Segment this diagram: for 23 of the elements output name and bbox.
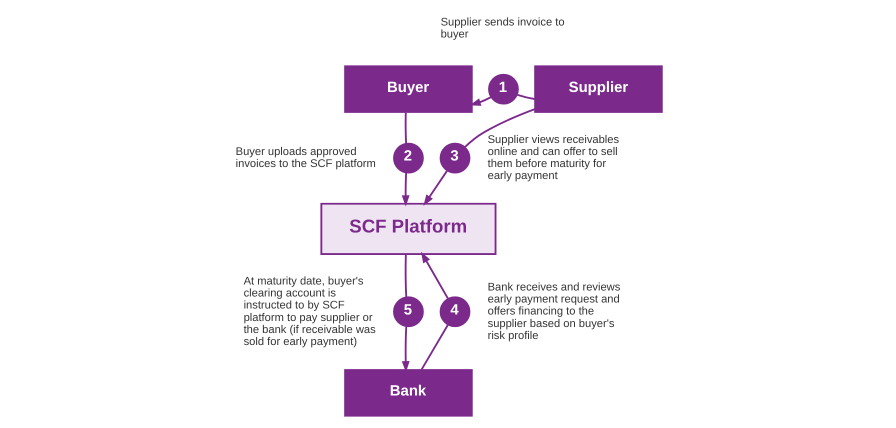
connector	[404, 112, 407, 144]
arrow	[401, 326, 410, 372]
node-label: At maturity date, buyer's clearing account is instructed to by SCF platform to pay supplier or the bank (if receivable was sold for early payment)	[243, 275, 376, 348]
connector	[464, 108, 534, 148]
connector	[404, 254, 407, 297]
node-circle: 1	[488, 74, 518, 105]
node-box: Supplier	[534, 65, 662, 113]
node-box: SCF Platform	[320, 202, 496, 255]
node-circle: 5	[392, 296, 424, 328]
node-label: Bank receives and reviews early payment request and offers financing to the supplier based on buyer's risk profile	[487, 281, 620, 342]
node-circle: 2	[392, 142, 424, 174]
node-circle: 4	[439, 296, 470, 328]
node-circle: 3	[439, 142, 470, 174]
node-label: Buyer uploads approved invoices to the SCF platform	[235, 146, 376, 170]
arrow	[420, 252, 448, 299]
arrow	[422, 170, 448, 206]
node-box: Buyer	[344, 65, 472, 113]
connector	[420, 324, 448, 370]
node-label: Supplier views receivables online and can offer to sell them before maturity for early payment	[487, 134, 619, 182]
connector	[516, 94, 534, 100]
arrow	[401, 172, 410, 207]
node-label: Supplier sends invoice to buyer	[440, 16, 564, 41]
node-box: Bank	[344, 369, 472, 417]
